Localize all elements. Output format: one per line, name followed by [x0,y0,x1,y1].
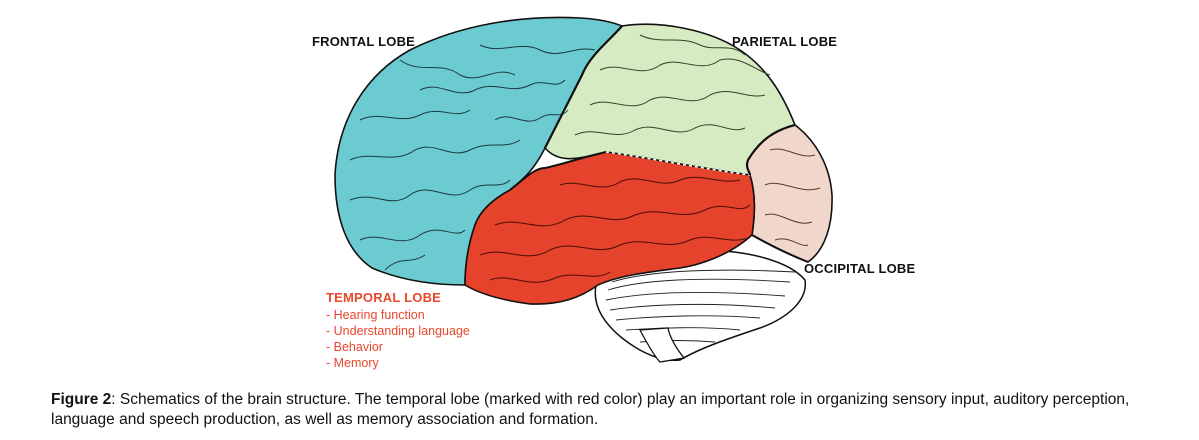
temporal-function-item: - Behavior [326,340,383,354]
parietal-gyri [574,34,771,136]
temporal-gyri [479,176,751,283]
occipital-gyri [764,148,821,246]
cerebellum-folds [605,269,796,343]
temporal-parietal-boundary [605,151,751,176]
temporal-function-list: - Hearing function - Understanding langu… [326,307,470,371]
temporal-function-item: - Understanding language [326,324,470,338]
figure-caption: Figure 2: Schematics of the brain struct… [51,390,1191,430]
temporal-function-item: - Hearing function [326,308,425,322]
figure-caption-label: Figure 2 [51,391,112,408]
temporal-lobe-annotation: TEMPORAL LOBE - Hearing function - Under… [326,290,470,371]
temporal-function-item: - Memory [326,356,379,370]
brain-stem [638,327,686,363]
brain-diagram [334,16,833,363]
figure-caption-text: : Schematics of the brain structure. The… [51,391,1130,428]
frontal-gyri [349,44,596,271]
lateral-sulcus [509,151,607,191]
frontal-lobe-label: FRONTAL LOBE [312,34,416,49]
parietal-lobe-label: PARIETAL LOBE [732,34,838,49]
temporal-lobe [464,151,756,305]
temporal-lobe-label: TEMPORAL LOBE [326,290,442,305]
parieto-occipital-sulcus [745,123,796,176]
central-sulcus [544,25,623,149]
preoccipital-notch [751,234,809,263]
occipital-lobe-label: OCCIPITAL LOBE [804,261,916,276]
